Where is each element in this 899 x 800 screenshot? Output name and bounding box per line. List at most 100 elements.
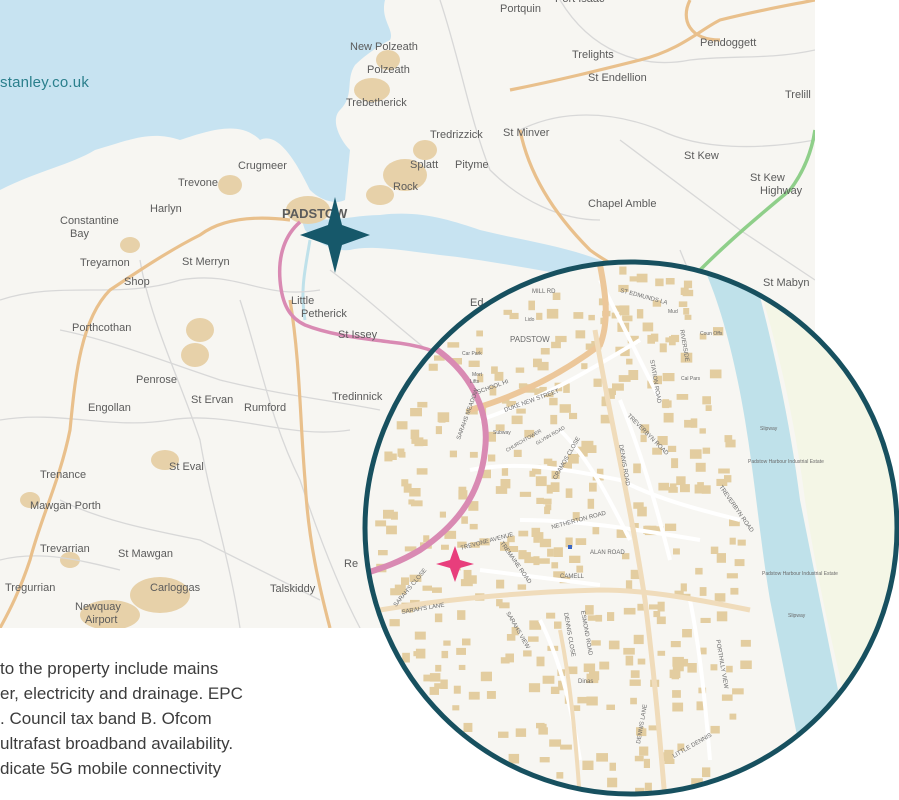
inset-main-roads [379, 264, 751, 794]
building [740, 660, 752, 669]
settlements [20, 50, 437, 628]
building [470, 542, 480, 548]
place-label: Tredinnick [332, 391, 383, 403]
place-label: Trebetherick [346, 97, 407, 109]
building [589, 671, 600, 681]
building [468, 691, 480, 700]
street-label: Padstow Harbour Industrial Estate [748, 459, 824, 465]
building [390, 588, 402, 596]
building [551, 470, 560, 479]
building [625, 655, 634, 666]
building [724, 475, 732, 483]
building [500, 479, 511, 489]
building [582, 760, 594, 770]
building [664, 749, 674, 760]
street-label: Mud [668, 309, 678, 315]
place-label: St Mawgan [118, 548, 173, 560]
building [458, 490, 468, 500]
building [630, 569, 641, 580]
building [668, 486, 678, 493]
building [614, 305, 624, 312]
building [687, 663, 697, 673]
building [539, 538, 552, 548]
building [705, 405, 712, 411]
building [617, 531, 627, 538]
building [716, 478, 728, 486]
building [713, 327, 724, 336]
building [458, 664, 466, 670]
building [725, 439, 736, 448]
building [540, 348, 550, 355]
building [700, 647, 707, 655]
building [441, 544, 449, 550]
building [538, 558, 550, 564]
building [716, 611, 728, 622]
building [601, 399, 611, 406]
building [423, 674, 432, 682]
building [532, 464, 542, 475]
building [441, 650, 449, 659]
building [612, 383, 624, 391]
building [606, 704, 615, 710]
building [672, 702, 684, 712]
building [628, 370, 639, 380]
building [549, 397, 558, 406]
place-label: Polzeath [367, 64, 410, 76]
place-label: Trenance [40, 469, 86, 481]
building [440, 679, 448, 689]
building [702, 396, 711, 405]
building [429, 673, 441, 682]
building [565, 537, 573, 548]
building [721, 694, 733, 701]
building [535, 476, 547, 487]
building [460, 579, 473, 587]
building [463, 569, 472, 580]
place-label: St Mabyn [763, 277, 809, 289]
building [500, 657, 510, 664]
building [401, 577, 409, 585]
building [663, 412, 674, 423]
brand-url[interactable]: stanley.co.uk [0, 74, 90, 91]
building [709, 369, 722, 379]
building [627, 335, 639, 344]
building [636, 273, 648, 283]
building [533, 556, 540, 566]
building [652, 447, 662, 455]
building [623, 607, 636, 615]
building [732, 688, 744, 695]
building [637, 728, 647, 737]
building [622, 315, 633, 322]
building [671, 334, 680, 343]
building [513, 449, 522, 457]
street-label: Slipway [760, 426, 778, 432]
minor-roads [0, 0, 815, 628]
building [734, 559, 745, 567]
building [439, 511, 446, 518]
place-label: Trevone [178, 177, 218, 189]
building [653, 375, 662, 385]
building [672, 662, 684, 672]
street-label: Subway [493, 430, 511, 436]
building [543, 458, 553, 465]
building [539, 386, 547, 394]
place-label: Re [344, 558, 358, 570]
building [682, 289, 694, 297]
building [508, 546, 519, 552]
building [567, 666, 578, 675]
building [470, 575, 477, 584]
street-label: MILL RD [532, 289, 556, 295]
building [511, 627, 519, 636]
building [415, 648, 426, 659]
building [650, 333, 659, 342]
building [569, 705, 581, 711]
property-description: to the property include mains er, electr… [0, 656, 325, 781]
building [540, 723, 547, 732]
place-label: Tregurrian [5, 582, 55, 594]
building [479, 469, 491, 479]
building [517, 584, 527, 590]
building [508, 753, 520, 764]
building [528, 300, 535, 311]
building [699, 333, 707, 340]
